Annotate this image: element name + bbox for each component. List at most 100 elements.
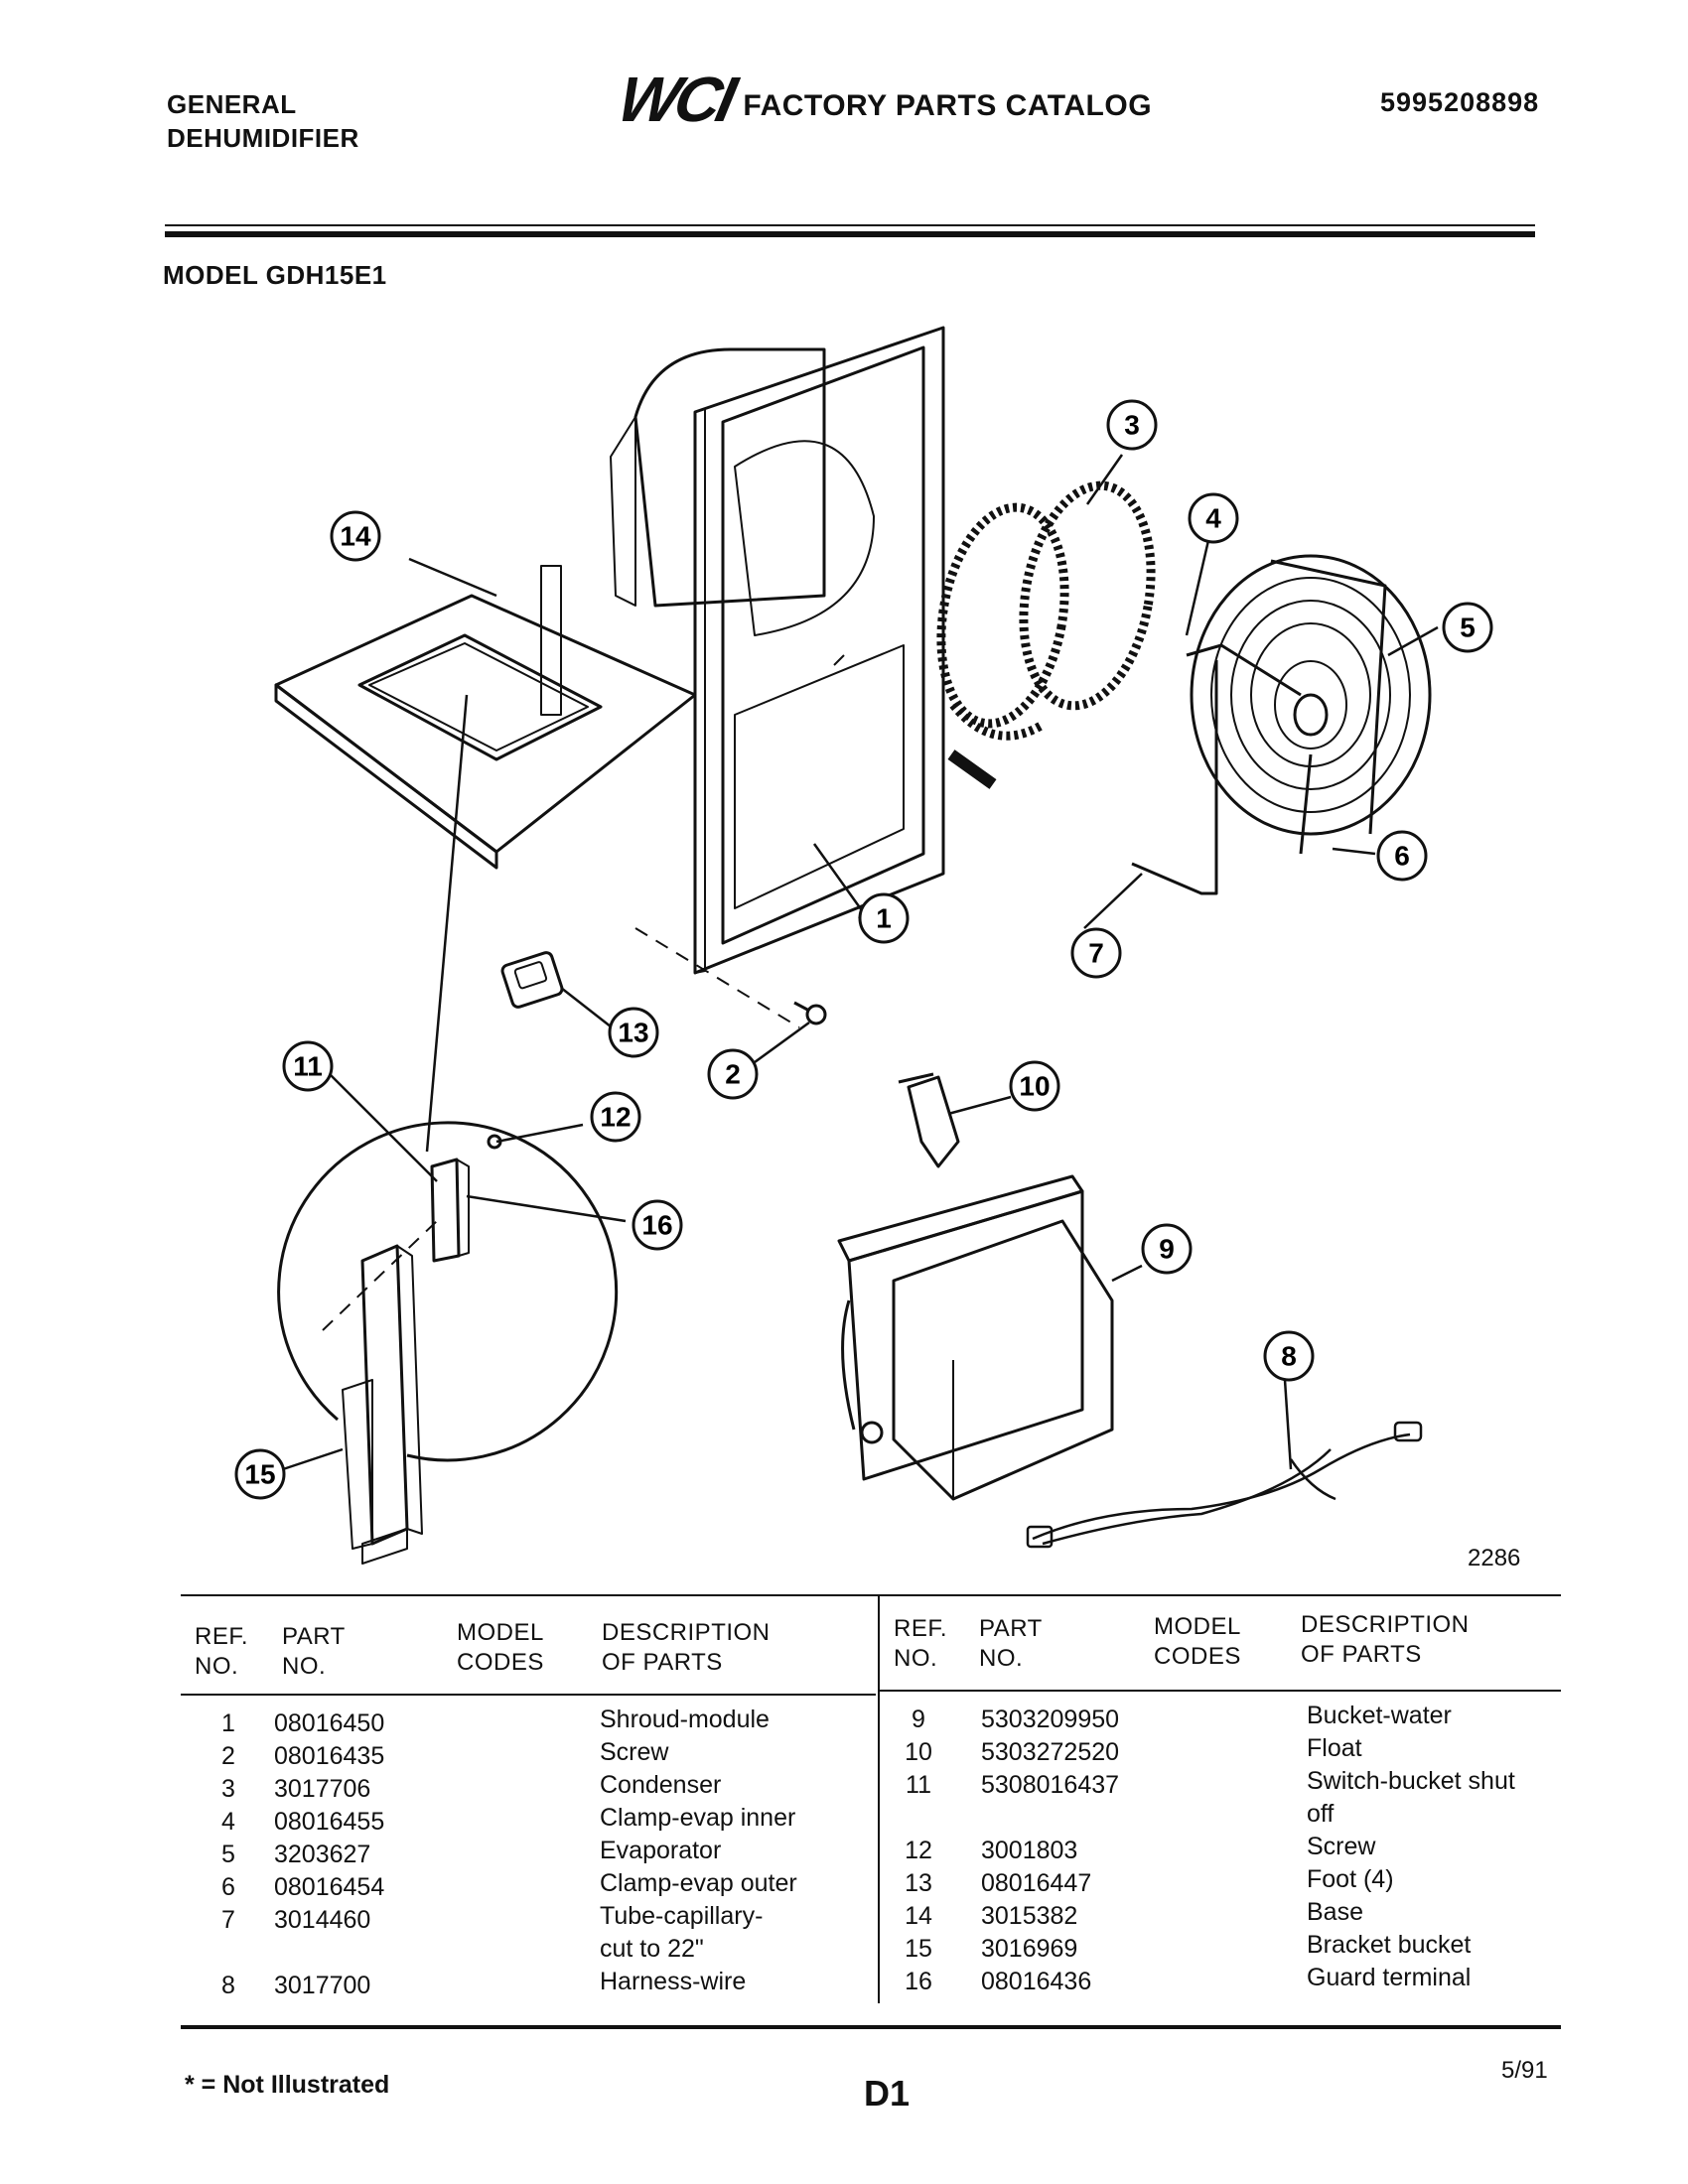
capillary-tube-part: [1131, 774, 1218, 895]
catalog-heading: WCI FACTORY PARTS CATALOG: [612, 64, 1153, 135]
callout-13: 13: [608, 1007, 659, 1058]
svg-text:6: 6: [1394, 841, 1410, 872]
condenser-part: [936, 480, 1156, 741]
callout-5: 5: [1442, 602, 1493, 653]
table-row-ref: 10: [905, 1738, 932, 1766]
base-part: [274, 565, 697, 870]
table-row-ref: 7: [221, 1906, 235, 1934]
left-ref-column: 1 2 3 4 5 6 7 8: [209, 1707, 248, 2002]
screw-guide-line: [634, 927, 800, 1028]
catalog-number: 5995208898: [1380, 87, 1540, 117]
table-row-ref: 3: [221, 1775, 235, 1803]
callout-16: 16: [632, 1199, 683, 1251]
table-row-desc: Float: [1307, 1734, 1362, 1762]
table-row-desc: Foot (4): [1307, 1865, 1394, 1893]
svg-text:8: 8: [1281, 1341, 1297, 1372]
table-row-desc: Screw: [1307, 1833, 1376, 1860]
table-row-part: 08016455: [274, 1808, 385, 1836]
header-rule-thin: [165, 224, 1535, 226]
float-part: [898, 1072, 960, 1168]
table-row-part: 3016969: [981, 1935, 1078, 1963]
table-row-ref: 6: [221, 1873, 235, 1901]
table-row-part: 3017700: [274, 1972, 371, 1999]
svg-text:12: 12: [600, 1102, 631, 1133]
table-row-desc: Screw: [600, 1738, 669, 1766]
svg-text:14: 14: [340, 521, 371, 552]
table-row-desc: Tube-capillary-: [600, 1902, 764, 1930]
callout-8: 8: [1263, 1330, 1315, 1382]
table-header-rule-left: [181, 1694, 876, 1696]
table-row-desc: Condenser: [600, 1771, 722, 1799]
table-row-ref: 11: [906, 1771, 931, 1799]
bucket-switch-part: [430, 1158, 470, 1263]
table-row-desc: Bracket bucket: [1307, 1931, 1472, 1959]
table-row-part: 5303209950: [981, 1706, 1120, 1733]
callout-11: 11: [282, 1040, 334, 1092]
svg-text:7: 7: [1088, 938, 1104, 969]
brand-line-1: GENERAL: [167, 89, 297, 119]
callout-3: 3: [1106, 399, 1158, 451]
callout-4: 4: [1188, 492, 1239, 544]
callout-14: 14: [330, 510, 381, 562]
table-bottom-rule: [181, 2025, 1561, 2029]
svg-text:13: 13: [618, 1018, 648, 1048]
table-row-desc: Clamp-evap outer: [600, 1869, 797, 1897]
header-rule-thick: [165, 231, 1535, 237]
table-row-part: 3203627: [274, 1841, 371, 1868]
svg-text:16: 16: [641, 1210, 672, 1241]
water-bucket-part: [837, 1174, 1114, 1501]
catalog-date: 5/91: [1501, 2057, 1548, 2084]
table-row-desc: Switch-bucket shut: [1307, 1767, 1515, 1795]
callout-15: 15: [234, 1448, 286, 1500]
table-row-ref: 15: [905, 1935, 932, 1963]
bucket-bracket-part: [342, 1244, 423, 1565]
table-row-part: 5308016437: [981, 1771, 1120, 1799]
callout-10: 10: [1009, 1060, 1060, 1112]
table-row-part: 3017706: [274, 1775, 371, 1803]
table-row-ref: 4: [221, 1808, 235, 1836]
table-row-ref: 16: [905, 1968, 932, 1995]
right-part-column: 5303209950 5303272520 5308016437 3001803…: [981, 1704, 1119, 1998]
table-divider: [878, 1594, 880, 2003]
svg-text:10: 10: [1019, 1071, 1050, 1102]
right-ref-column: 9 10 11 12 13 14 15 16: [894, 1704, 943, 1998]
screw-part: [793, 1001, 827, 1025]
svg-text:3: 3: [1124, 410, 1140, 441]
table-row-desc: Guard terminal: [1307, 1964, 1472, 1991]
table-row-desc: Base: [1307, 1898, 1363, 1926]
callout-2: 2: [707, 1048, 759, 1100]
svg-text:1: 1: [876, 903, 892, 934]
catalog-title: FACTORY PARTS CATALOG: [743, 89, 1153, 122]
callout-6: 6: [1376, 830, 1428, 882]
foot-part: [500, 951, 564, 1009]
wire-harness-part: [1026, 1421, 1423, 1549]
condenser-outlet: [947, 750, 997, 789]
table-row-ref: 12: [905, 1837, 932, 1864]
callout-1: 1: [858, 892, 910, 944]
header-ref-no: REF.NO.: [195, 1623, 249, 1680]
table-row-part: 08016447: [981, 1869, 1092, 1897]
inner-clamp-part: [1186, 643, 1302, 893]
table-row-desc: cut to 22": [600, 1935, 704, 1963]
table-row-ref: 1: [221, 1709, 235, 1737]
table-row-ref: 9: [912, 1706, 925, 1733]
callout-12: 12: [590, 1091, 641, 1143]
table-row-part: 08016454: [274, 1873, 385, 1901]
table-row-part: 08016450: [274, 1709, 385, 1737]
table-top-rule: [181, 1594, 1561, 1596]
table-row-desc: Shroud-module: [600, 1706, 770, 1733]
brand-line-2: DEHUMIDIFIER: [167, 123, 359, 153]
callout-9: 9: [1141, 1223, 1193, 1275]
table-row-part: 3015382: [981, 1902, 1078, 1930]
header-ref-no-right: REF.NO.: [894, 1615, 948, 1672]
table-row-ref: 13: [905, 1869, 932, 1897]
svg-text:15: 15: [244, 1459, 275, 1490]
left-part-column: 08016450 08016435 3017706 08016455 32036…: [274, 1707, 384, 2002]
svg-text:2: 2: [725, 1059, 741, 1090]
left-desc-column: Shroud-module Screw Condenser Clamp-evap…: [600, 1704, 797, 1998]
